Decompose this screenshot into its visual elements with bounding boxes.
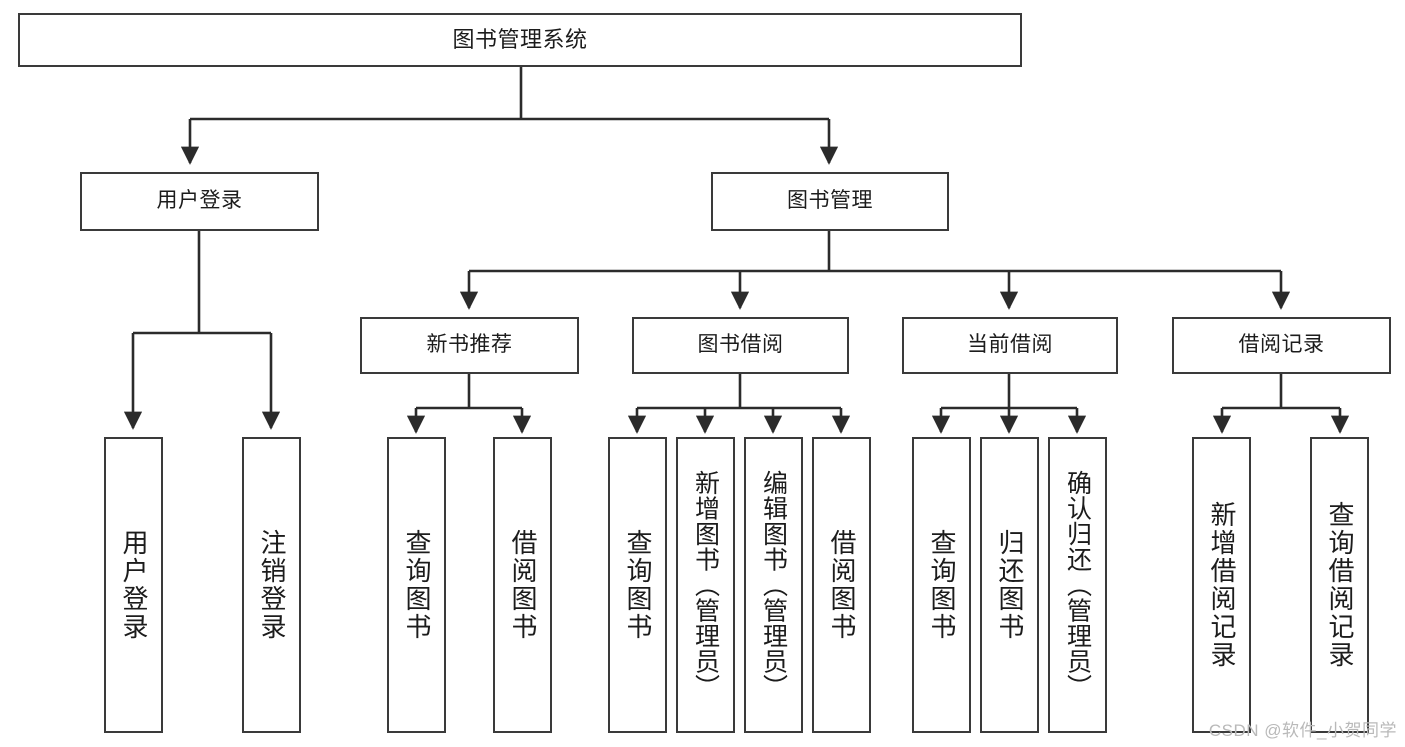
leaf-current-return-book[interactable]: 归还图书 — [980, 437, 1039, 733]
node-current-borrow-label: 当前借阅 — [967, 333, 1053, 357]
leaf-record-query[interactable]: 查询借阅记录 — [1310, 437, 1369, 733]
node-user-login[interactable]: 用户登录 — [80, 172, 319, 231]
node-borrow-record-label: 借阅记录 — [1238, 333, 1325, 357]
node-book-management-label: 图书管理 — [787, 189, 873, 213]
leaf-current-query-book-label: 查询图书 — [927, 529, 958, 641]
node-root-label: 图书管理系统 — [452, 27, 588, 53]
leaf-user-login-signin[interactable]: 用户登录 — [104, 437, 163, 733]
node-book-borrow[interactable]: 图书借阅 — [632, 317, 849, 374]
leaf-borrow-edit-book-label: 编辑图书（管理员） — [759, 470, 788, 700]
leaf-borrow-query-book[interactable]: 查询图书 — [608, 437, 667, 733]
watermark: CSDN @软件_小贺同学 — [1208, 721, 1397, 740]
leaf-current-confirm-return-label: 确认归还（管理员） — [1063, 470, 1092, 700]
leaf-borrow-borrow-book-label: 借阅图书 — [827, 529, 858, 641]
leaf-user-login-signout-label: 注销登录 — [257, 529, 288, 641]
leaf-borrow-add-book[interactable]: 新增图书（管理员） — [676, 437, 735, 733]
node-user-login-label: 用户登录 — [156, 189, 243, 213]
node-new-book-recommend[interactable]: 新书推荐 — [360, 317, 579, 374]
leaf-borrow-query-book-label: 查询图书 — [623, 529, 654, 641]
node-new-book-recommend-label: 新书推荐 — [426, 333, 513, 357]
node-root[interactable]: 图书管理系统 — [18, 13, 1022, 67]
leaf-new-book-borrow[interactable]: 借阅图书 — [493, 437, 552, 733]
leaf-user-login-signin-label: 用户登录 — [119, 529, 150, 641]
node-book-management[interactable]: 图书管理 — [711, 172, 949, 231]
leaf-borrow-add-book-label: 新增图书（管理员） — [691, 470, 720, 700]
leaf-record-add[interactable]: 新增借阅记录 — [1192, 437, 1251, 733]
leaf-current-confirm-return[interactable]: 确认归还（管理员） — [1048, 437, 1107, 733]
leaf-current-return-book-label: 归还图书 — [995, 529, 1026, 641]
node-current-borrow[interactable]: 当前借阅 — [902, 317, 1118, 374]
leaf-new-book-query-label: 查询图书 — [402, 529, 433, 641]
leaf-new-book-query[interactable]: 查询图书 — [387, 437, 446, 733]
node-borrow-record[interactable]: 借阅记录 — [1172, 317, 1391, 374]
leaf-new-book-borrow-label: 借阅图书 — [508, 529, 539, 641]
leaf-current-query-book[interactable]: 查询图书 — [912, 437, 971, 733]
leaf-record-add-label: 新增借阅记录 — [1207, 501, 1238, 669]
leaf-user-login-signout[interactable]: 注销登录 — [242, 437, 301, 733]
leaf-record-query-label: 查询借阅记录 — [1325, 501, 1356, 669]
node-book-borrow-label: 图书借阅 — [697, 333, 784, 357]
leaf-borrow-edit-book[interactable]: 编辑图书（管理员） — [744, 437, 803, 733]
leaf-borrow-borrow-book[interactable]: 借阅图书 — [812, 437, 871, 733]
